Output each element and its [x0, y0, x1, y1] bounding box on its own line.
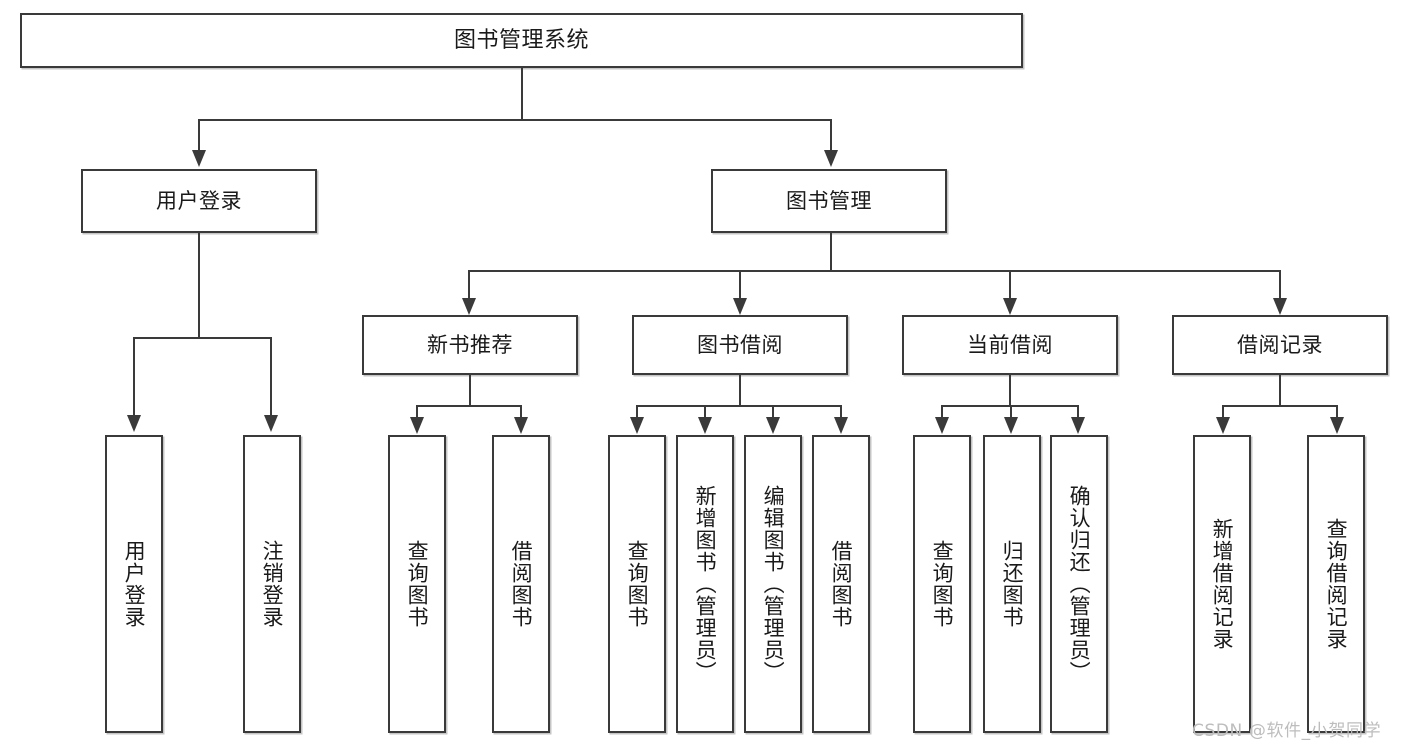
node-label: 查询借阅记录: [1324, 518, 1349, 650]
leaf-new-book-query-book[interactable]: 查询图书: [388, 435, 446, 733]
node-label: 用户登录: [122, 540, 147, 628]
node-root-book-management-system[interactable]: 图书管理系统: [20, 13, 1023, 68]
node-label: 新书推荐: [427, 332, 513, 357]
connector-user-login-bus: [133, 337, 270, 339]
connector-drop-to-current-borrow: [1009, 270, 1011, 300]
arrowhead-user-login-leaf-0: [127, 415, 141, 432]
leaf-user-login-logout[interactable]: 注销登录: [243, 435, 301, 733]
node-label: 当前借阅: [967, 332, 1053, 357]
arrowhead-current-borrow-leaf-0: [935, 417, 949, 434]
connector-drop-book-borrow-leaf-2: [772, 405, 774, 419]
connector-new-book-stem: [469, 375, 471, 406]
node-label: 编辑图书（管理员）: [761, 485, 786, 683]
leaf-current-borrow-return-book[interactable]: 归还图书: [983, 435, 1041, 733]
node-label: 查询图书: [930, 540, 955, 628]
leaf-current-borrow-confirm-return-admin[interactable]: 确认归还（管理员）: [1050, 435, 1108, 733]
arrowhead-book-borrow-leaf-2: [766, 417, 780, 434]
connector-new-book-bus: [416, 405, 522, 407]
connector-drop-to-new-book: [468, 270, 470, 300]
connector-drop-user-login-leaf-0: [133, 337, 135, 417]
arrowhead-current-borrow-leaf-2: [1071, 417, 1085, 434]
node-label: 确认归还（管理员）: [1067, 485, 1092, 683]
connector-drop-to-user-login: [198, 119, 200, 152]
node-book-management[interactable]: 图书管理: [711, 169, 947, 233]
connector-level3-bus: [468, 270, 1279, 272]
connector-drop-to-book-borrow: [739, 270, 741, 300]
node-borrow-records[interactable]: 借阅记录: [1172, 315, 1388, 375]
leaf-borrow-records-add-record[interactable]: 新增借阅记录: [1193, 435, 1251, 733]
connector-drop-user-login-leaf-1: [270, 337, 272, 417]
connector-drop-current-borrow-leaf-1: [1010, 405, 1012, 419]
connector-root-stem: [521, 68, 523, 119]
node-label: 注销登录: [260, 540, 285, 628]
connector-current-borrow-bus: [941, 405, 1078, 407]
connector-level2-bus: [198, 119, 832, 121]
connector-current-borrow-stem: [1009, 375, 1011, 406]
node-label: 图书借阅: [697, 332, 783, 357]
node-label: 查询图书: [625, 540, 650, 628]
connector-drop-current-borrow-leaf-0: [941, 405, 943, 419]
connector-drop-book-borrow-leaf-0: [636, 405, 638, 419]
leaf-book-borrow-edit-book-admin[interactable]: 编辑图书（管理员）: [744, 435, 802, 733]
leaf-book-borrow-query-book[interactable]: 查询图书: [608, 435, 666, 733]
node-label: 图书管理: [786, 188, 872, 213]
node-user-login[interactable]: 用户登录: [81, 169, 317, 233]
arrowhead-borrow-records-leaf-1: [1330, 417, 1344, 434]
connector-drop-new-book-leaf-0: [416, 405, 418, 419]
node-label: 新增借阅记录: [1210, 518, 1235, 650]
arrowhead-user-login-leaf-1: [264, 415, 278, 432]
connector-borrow-records-bus: [1222, 405, 1338, 407]
node-label: 归还图书: [1000, 540, 1025, 628]
node-label: 借阅图书: [829, 540, 854, 628]
arrowhead-book-borrow-leaf-0: [630, 417, 644, 434]
node-label: 借阅图书: [509, 540, 534, 628]
node-label: 图书管理系统: [453, 27, 589, 53]
connector-drop-to-borrow-records: [1279, 270, 1281, 300]
arrowhead-new-book-leaf-1: [514, 417, 528, 434]
connector-drop-borrow-records-leaf-0: [1222, 405, 1224, 419]
arrowhead-book-borrow-leaf-1: [698, 417, 712, 434]
leaf-book-borrow-borrow-book[interactable]: 借阅图书: [812, 435, 870, 733]
connector-drop-current-borrow-leaf-2: [1077, 405, 1079, 419]
node-label: 新增图书（管理员）: [693, 485, 718, 683]
node-book-borrow[interactable]: 图书借阅: [632, 315, 848, 375]
node-new-book-recommend[interactable]: 新书推荐: [362, 315, 578, 375]
connector-book-management-stem: [830, 233, 832, 271]
arrowhead-user-login: [192, 150, 206, 167]
connector-book-borrow-bus: [636, 405, 841, 407]
connector-drop-book-borrow-leaf-1: [704, 405, 706, 419]
arrowhead-current-borrow-leaf-1: [1004, 417, 1018, 434]
arrowhead-current-borrow: [1003, 298, 1017, 315]
arrowhead-new-book-leaf-0: [410, 417, 424, 434]
leaf-current-borrow-query-book[interactable]: 查询图书: [913, 435, 971, 733]
node-label: 借阅记录: [1237, 332, 1323, 357]
node-label: 查询图书: [405, 540, 430, 628]
leaf-new-book-borrow-book[interactable]: 借阅图书: [492, 435, 550, 733]
connector-drop-book-borrow-leaf-3: [840, 405, 842, 419]
arrowhead-new-book: [462, 298, 476, 315]
arrowhead-book-borrow-leaf-3: [834, 417, 848, 434]
leaf-borrow-records-query-record[interactable]: 查询借阅记录: [1307, 435, 1365, 733]
connector-borrow-records-stem: [1279, 375, 1281, 406]
arrowhead-book-management: [824, 150, 838, 167]
leaf-book-borrow-add-book-admin[interactable]: 新增图书（管理员）: [676, 435, 734, 733]
arrowhead-borrow-records-leaf-0: [1216, 417, 1230, 434]
connector-book-borrow-stem: [739, 375, 741, 406]
connector-drop-new-book-leaf-1: [520, 405, 522, 419]
arrowhead-book-borrow: [733, 298, 747, 315]
node-current-borrow[interactable]: 当前借阅: [902, 315, 1118, 375]
arrowhead-borrow-records: [1273, 298, 1287, 315]
leaf-user-login-login[interactable]: 用户登录: [105, 435, 163, 733]
connector-drop-to-book-management: [830, 119, 832, 152]
csdn-watermark: CSDN @软件_小贺同学: [1192, 721, 1382, 741]
connector-user-login-stem: [198, 233, 200, 338]
connector-drop-borrow-records-leaf-1: [1336, 405, 1338, 419]
node-label: 用户登录: [156, 188, 242, 213]
